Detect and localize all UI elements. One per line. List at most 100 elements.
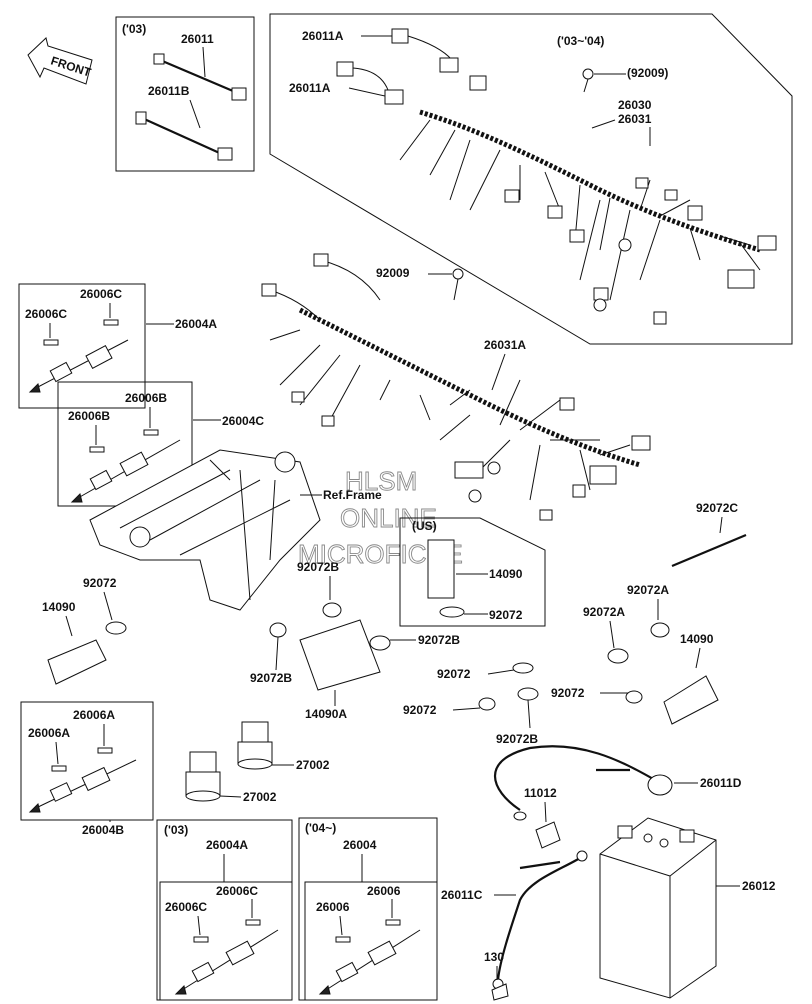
part-label-26006a-2: 26006A bbox=[28, 726, 70, 740]
part-14090-us[interactable]: 14090 bbox=[427, 539, 523, 599]
part-label-92072-c1: 92072 bbox=[437, 667, 471, 681]
part-label-26004a-bottom: 26004A bbox=[206, 838, 248, 852]
part-label-26011d: 26011D bbox=[700, 776, 742, 790]
part-26006c-4[interactable]: 26006C bbox=[165, 900, 209, 943]
group-box-26004a: 26006C 26006C 26004A bbox=[18, 283, 217, 409]
part-26006-2[interactable]: 26006 bbox=[316, 900, 351, 943]
part-label-92072b-2: 92072B bbox=[250, 671, 292, 685]
part-92072a-1[interactable]: 92072A bbox=[627, 583, 670, 638]
part-92072b-1[interactable]: 92072B bbox=[297, 560, 342, 618]
part-label-26012: 26012 bbox=[742, 879, 776, 893]
part-label-26011: 26011 bbox=[181, 32, 214, 46]
group-year-04-up-label: ('04~) bbox=[305, 821, 336, 835]
part-label-92072-left: 92072 bbox=[83, 576, 117, 590]
part-11012[interactable]: 11012 bbox=[524, 786, 561, 849]
part-26004a-bottom[interactable]: 26004A bbox=[206, 838, 248, 882]
part-label-92072a-1: 92072A bbox=[627, 583, 669, 597]
part-27002-lower[interactable]: 27002 bbox=[185, 751, 277, 804]
part-26006b-lower[interactable]: 26006B bbox=[68, 409, 110, 453]
group-year-03-b-label: ('03) bbox=[164, 823, 188, 837]
part-26011c[interactable]: 26011C bbox=[441, 850, 588, 990]
part-label-27002-2: 27002 bbox=[243, 790, 277, 804]
part-label-92009-paren: (92009) bbox=[627, 66, 668, 80]
part-92072a-2[interactable]: 92072A bbox=[583, 605, 629, 664]
part-label-14090-us: 14090 bbox=[489, 567, 523, 581]
group-box-main-harness: ('03~'04) 26011A 26011A (92009) 26030 26… bbox=[269, 13, 793, 345]
part-92072-c1[interactable]: 92072 bbox=[437, 662, 534, 681]
part-label-26006c-4: 26006C bbox=[165, 900, 207, 914]
group-box-26004a-03: ('03) 26004A 26006C 26006C bbox=[156, 819, 293, 1001]
group-box-us: (US) 14090 92072 bbox=[399, 517, 546, 627]
part-label-26006-2: 26006 bbox=[316, 900, 350, 914]
part-label-26011c: 26011C bbox=[441, 888, 483, 902]
part-26011b[interactable]: 26011B bbox=[135, 84, 233, 161]
part-14090-right[interactable]: 14090 bbox=[663, 632, 719, 725]
part-26011a-lower[interactable]: 26011A bbox=[289, 61, 404, 105]
group-year-03-label: ('03) bbox=[122, 22, 146, 36]
part-label-26006-1: 26006 bbox=[367, 884, 401, 898]
ref-frame-label: Ref.Frame bbox=[323, 488, 382, 502]
part-26031a[interactable]: 26031A bbox=[484, 338, 526, 391]
part-92072b-3[interactable]: 92072B bbox=[369, 633, 460, 651]
part-92072-c2[interactable]: 92072 bbox=[517, 686, 643, 704]
part-92072-us[interactable]: 92072 bbox=[439, 606, 523, 622]
ref-frame-label-group[interactable]: Ref.Frame bbox=[300, 488, 382, 502]
part-26006b-upper[interactable]: 26006B bbox=[125, 391, 167, 436]
part-92072-left[interactable]: 92072 bbox=[83, 576, 127, 635]
part-92072b-4[interactable]: 92072B bbox=[496, 699, 538, 746]
frame-drawing: Ref.Frame bbox=[89, 449, 382, 611]
part-label-92072c: 92072C bbox=[696, 501, 738, 515]
part-26011[interactable]: 26011 bbox=[153, 32, 247, 101]
group-box-26004b: 26006A 26006A 26004B bbox=[20, 701, 154, 837]
part-26004c[interactable]: 26004C bbox=[70, 414, 264, 503]
part-label-14090a: 14090A bbox=[305, 707, 347, 721]
front-arrow-icon: FRONT bbox=[27, 37, 93, 85]
part-label-26004c: 26004C bbox=[222, 414, 264, 428]
part-92009[interactable]: 92009 bbox=[376, 266, 464, 301]
part-26004-bottom[interactable]: 26004 bbox=[343, 838, 377, 882]
part-26006c-lower[interactable]: 26006C bbox=[25, 307, 67, 346]
group-box-26004-04: ('04~) 26004 26006 26006 bbox=[298, 817, 438, 1001]
watermark-line-1: HLSM bbox=[345, 466, 417, 496]
part-14090a[interactable]: 14090A bbox=[299, 619, 381, 721]
part-label-92072-us: 92072 bbox=[489, 608, 523, 622]
main-harness-drawing bbox=[399, 75, 777, 325]
part-27002-upper[interactable]: 27002 bbox=[237, 721, 330, 772]
part-26006-1[interactable]: 26006 bbox=[367, 884, 401, 926]
part-label-27002-1: 27002 bbox=[296, 758, 330, 772]
part-label-92072b-3: 92072B bbox=[418, 633, 460, 647]
part-26011a-upper[interactable]: 26011A bbox=[302, 28, 459, 73]
part-26011d[interactable]: 26011D bbox=[494, 745, 742, 821]
part-label-26031a: 26031A bbox=[484, 338, 526, 352]
part-label-26011a-2: 26011A bbox=[289, 81, 331, 95]
part-label-14090-left: 14090 bbox=[42, 600, 76, 614]
part-label-26006b-1: 26006B bbox=[125, 391, 167, 405]
part-26006c-upper[interactable]: 26006C bbox=[80, 287, 122, 326]
part-label-26004b: 26004B bbox=[82, 823, 124, 837]
part-label-92072-c2: 92072 bbox=[551, 686, 585, 700]
second-harness: 92009 26031A bbox=[261, 253, 651, 521]
part-label-92072b-4: 92072B bbox=[496, 732, 538, 746]
group-year-03-04-label: ('03~'04) bbox=[557, 34, 604, 48]
part-26012[interactable]: 26012 bbox=[599, 817, 776, 999]
part-label-92009: 92009 bbox=[376, 266, 410, 280]
part-26006c-3[interactable]: 26006C bbox=[216, 884, 261, 926]
part-26004b[interactable]: 26004B bbox=[82, 820, 124, 837]
part-130[interactable]: 130 bbox=[484, 950, 509, 1001]
part-label-26031: 26031 bbox=[618, 112, 652, 126]
part-92009-paren[interactable]: (92009) bbox=[582, 66, 668, 93]
part-26030-26031[interactable]: 26030 26031 bbox=[591, 98, 652, 146]
part-92072c[interactable]: 92072C bbox=[671, 501, 747, 568]
part-26006a-upper[interactable]: 26006A bbox=[73, 708, 115, 754]
group-us-label: (US) bbox=[412, 519, 437, 533]
part-26004a[interactable]: 26004A bbox=[28, 317, 217, 393]
part-26006a-lower[interactable]: 26006A bbox=[28, 726, 70, 772]
part-92072b-2[interactable]: 92072B bbox=[250, 622, 292, 685]
part-label-26006c-3: 26006C bbox=[216, 884, 258, 898]
part-label-14090-right: 14090 bbox=[680, 632, 714, 646]
part-14090-left[interactable]: 14090 bbox=[42, 600, 107, 685]
part-label-92072-c3: 92072 bbox=[403, 703, 437, 717]
part-label-92072b-1: 92072B bbox=[297, 560, 339, 574]
part-92072-c3[interactable]: 92072 bbox=[403, 697, 496, 717]
